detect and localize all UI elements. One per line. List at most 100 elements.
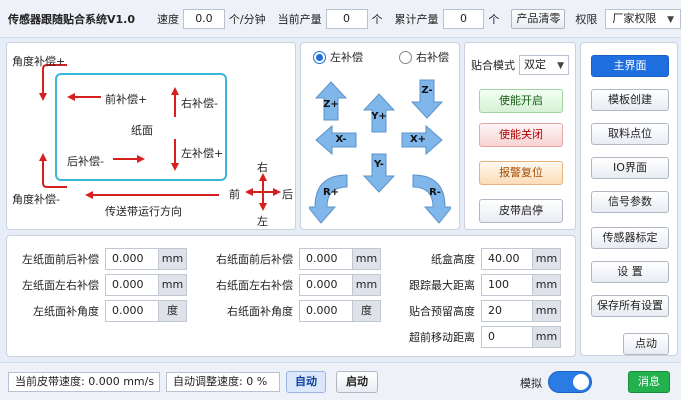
param-row: 左纸面补角度 0.000 度 [13, 300, 187, 322]
param-input[interactable]: 0.000 [299, 248, 353, 270]
speed-value: 0.0 [183, 8, 225, 29]
app-title: 传感器跟随贴合系统V1.0 [8, 12, 135, 26]
up-arrow-icon [363, 93, 395, 133]
param-input[interactable]: 0.000 [299, 274, 353, 296]
param-label: 纸盒高度 [431, 253, 475, 266]
down-arrow-icon [363, 153, 395, 193]
nav-signal-params[interactable]: 信号参数 [591, 191, 669, 213]
front-comp-label: 前补偿+ [105, 93, 148, 106]
param-label: 贴合预留高度 [409, 305, 475, 318]
right-comp-radio[interactable]: 右补偿 [399, 49, 449, 65]
z-minus-label: Z- [421, 85, 433, 96]
x-minus-label: X- [335, 134, 347, 145]
left-comp-radio[interactable]: 左补偿 [313, 49, 363, 65]
mode-select[interactable]: 双定 ▼ [519, 55, 569, 75]
right-arrow-icon [401, 125, 443, 155]
clear-output-button[interactable]: 产品清零 [511, 8, 566, 29]
y-minus-label: Y- [374, 159, 384, 170]
compass-right-label: 右 [257, 161, 268, 174]
z-minus-button[interactable]: Z- [411, 79, 443, 119]
left-arrow-icon [315, 125, 357, 155]
jog-button[interactable]: 点动 [623, 333, 669, 355]
compensation-diagram: 角度补偿+ 角度补偿- 前补偿+ 后补偿- 右补偿- 左补偿+ 纸面 传送带运行… [6, 42, 296, 230]
belt-speed-label: 当前皮带速度: [15, 375, 85, 388]
auto-adjust-unit: % [256, 375, 268, 388]
param-input[interactable]: 0 [481, 326, 533, 348]
x-minus-button[interactable]: X- [315, 125, 357, 155]
left-comp-label: 左补偿+ [181, 147, 224, 160]
chevron-down-icon: ▼ [667, 14, 675, 25]
angle-comp-plus-label: 角度补偿+ [12, 55, 66, 68]
param-unit: mm [533, 248, 561, 270]
param-label: 左纸面补角度 [33, 305, 99, 318]
rotate-ccw-icon [309, 174, 348, 224]
nav-settings[interactable]: 设 置 [591, 261, 669, 283]
enable-on-button[interactable]: 使能开启 [479, 89, 563, 113]
compass-rear-label: 后 [282, 188, 293, 201]
param-row: 超前移动距离 0 mm [397, 326, 561, 348]
param-row: 右纸面补角度 0.000 度 [207, 300, 381, 322]
param-input[interactable]: 40.00 [481, 248, 533, 270]
speed-label: 速度 [157, 12, 179, 26]
simulation-toggle[interactable] [548, 371, 592, 393]
param-input[interactable]: 0.000 [105, 300, 159, 322]
nav-main-screen[interactable]: 主界面 [591, 55, 669, 77]
start-button[interactable]: 启动 [336, 371, 378, 393]
nav-sensor-calibration[interactable]: 传感器标定 [591, 227, 669, 249]
save-all-settings-button[interactable]: 保存所有设置 [591, 295, 669, 317]
current-output-value: 0 [325, 8, 368, 29]
param-row: 左纸面左右补偿 0.000 mm [13, 274, 187, 296]
param-unit: mm [533, 274, 561, 296]
r-plus-button[interactable]: R+ [309, 173, 349, 225]
param-row: 贴合预留高度 20 mm [397, 300, 561, 322]
right-comp-radio-label: 右补偿 [416, 51, 449, 64]
param-label: 右纸面左右补偿 [216, 279, 293, 292]
param-label: 左纸面左右补偿 [22, 279, 99, 292]
mode-row: 贴合模式 双定 ▼ [471, 55, 569, 75]
auto-adjust-display: 自动调整速度: 0 % [166, 372, 280, 392]
nav-template-create[interactable]: 模板创建 [591, 89, 669, 111]
param-input[interactable]: 20 [481, 300, 533, 322]
param-unit: 度 [159, 300, 187, 322]
current-output-label: 当前产量 [277, 12, 322, 26]
param-input[interactable]: 0.000 [299, 300, 353, 322]
param-unit: mm [353, 248, 381, 270]
belt-start-stop-button[interactable]: 皮带启停 [479, 199, 563, 223]
z-plus-button[interactable]: Z+ [315, 81, 347, 121]
y-plus-button[interactable]: Y+ [363, 93, 395, 133]
nav-io-screen[interactable]: IO界面 [591, 157, 669, 179]
param-input[interactable]: 0.000 [105, 248, 159, 270]
x-plus-button[interactable]: X+ [401, 125, 443, 155]
enable-off-button[interactable]: 使能关闭 [479, 123, 563, 147]
angle-minus-arrow [39, 153, 67, 188]
top-bar: 传感器跟随贴合系统V1.0 速度 0.0 个/分钟 当前产量 0 个 累计产量 … [0, 0, 681, 38]
r-minus-button[interactable]: R- [411, 173, 451, 225]
y-plus-label: Y+ [371, 111, 387, 122]
angle-comp-minus-label: 角度补偿- [12, 193, 60, 206]
r-minus-label: R- [429, 187, 441, 198]
belt-speed-value: 0.000 [88, 375, 120, 388]
belt-speed-unit: mm/s [123, 375, 155, 388]
up-arrow-icon [315, 81, 347, 121]
nav-pick-points[interactable]: 取料点位 [591, 123, 669, 145]
status-bar: 当前皮带速度: 0.000 mm/s 自动调整速度: 0 % 自动 启动 模拟 … [0, 362, 681, 400]
right-comp-label: 右补偿- [181, 97, 218, 110]
param-unit: mm [533, 326, 561, 348]
param-input[interactable]: 100 [481, 274, 533, 296]
speed-unit: 个/分钟 [228, 12, 266, 26]
param-label: 跟踪最大距离 [409, 279, 475, 292]
auto-button[interactable]: 自动 [286, 371, 326, 393]
toggle-knob [573, 374, 589, 390]
permission-value: 厂家权限 [612, 11, 657, 25]
message-button[interactable]: 消息 [628, 371, 670, 393]
paper-area [55, 73, 227, 181]
permission-select[interactable]: 厂家权限 ▼ [605, 8, 681, 29]
total-output-value: 0 [442, 8, 485, 29]
param-row: 左纸面前后补偿 0.000 mm [13, 248, 187, 270]
param-input[interactable]: 0.000 [105, 274, 159, 296]
param-unit: 度 [353, 300, 381, 322]
y-minus-button[interactable]: Y- [363, 153, 395, 193]
param-row: 跟踪最大距离 100 mm [397, 274, 561, 296]
conveyor-direction-label: 传送带运行方向 [105, 205, 182, 218]
alarm-reset-button[interactable]: 报警复位 [479, 161, 563, 185]
